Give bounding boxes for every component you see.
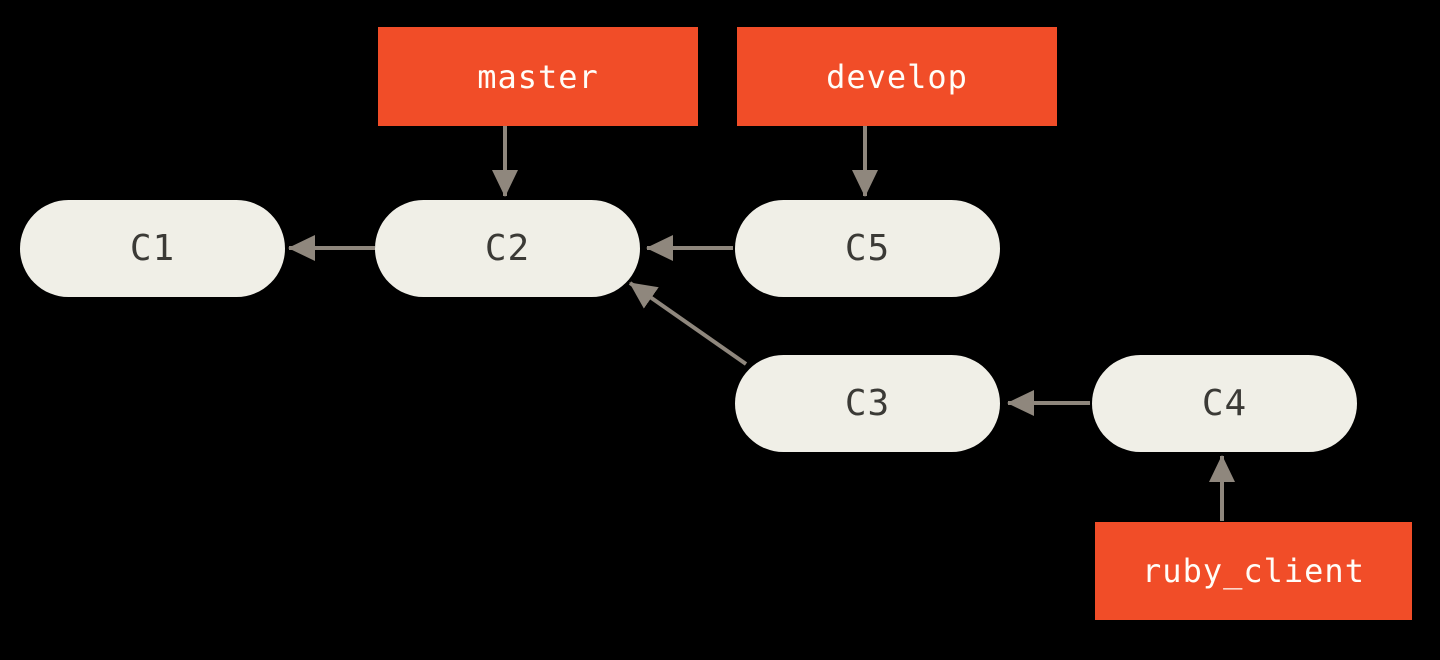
commit-node-c2: C2 (375, 200, 640, 297)
commit-label-c1: C1 (129, 228, 176, 269)
commit-node-c1: C1 (20, 200, 285, 297)
commit-label-c5: C5 (844, 228, 891, 269)
branch-label-develop: develop (737, 27, 1057, 126)
branch-label-master-text: master (477, 57, 599, 96)
commit-node-c3: C3 (735, 355, 1000, 452)
arrow-c3-to-c2 (628, 281, 748, 366)
commit-label-c2: C2 (484, 228, 531, 269)
commit-node-c5: C5 (735, 200, 1000, 297)
commit-label-c3: C3 (844, 383, 891, 424)
commit-label-c4: C4 (1201, 383, 1248, 424)
branch-label-ruby-client: ruby_client (1095, 522, 1412, 620)
branch-label-develop-text: develop (826, 57, 968, 96)
branch-label-master: master (378, 27, 698, 126)
branch-label-ruby-client-text: ruby_client (1142, 552, 1365, 590)
commit-node-c4: C4 (1092, 355, 1357, 452)
